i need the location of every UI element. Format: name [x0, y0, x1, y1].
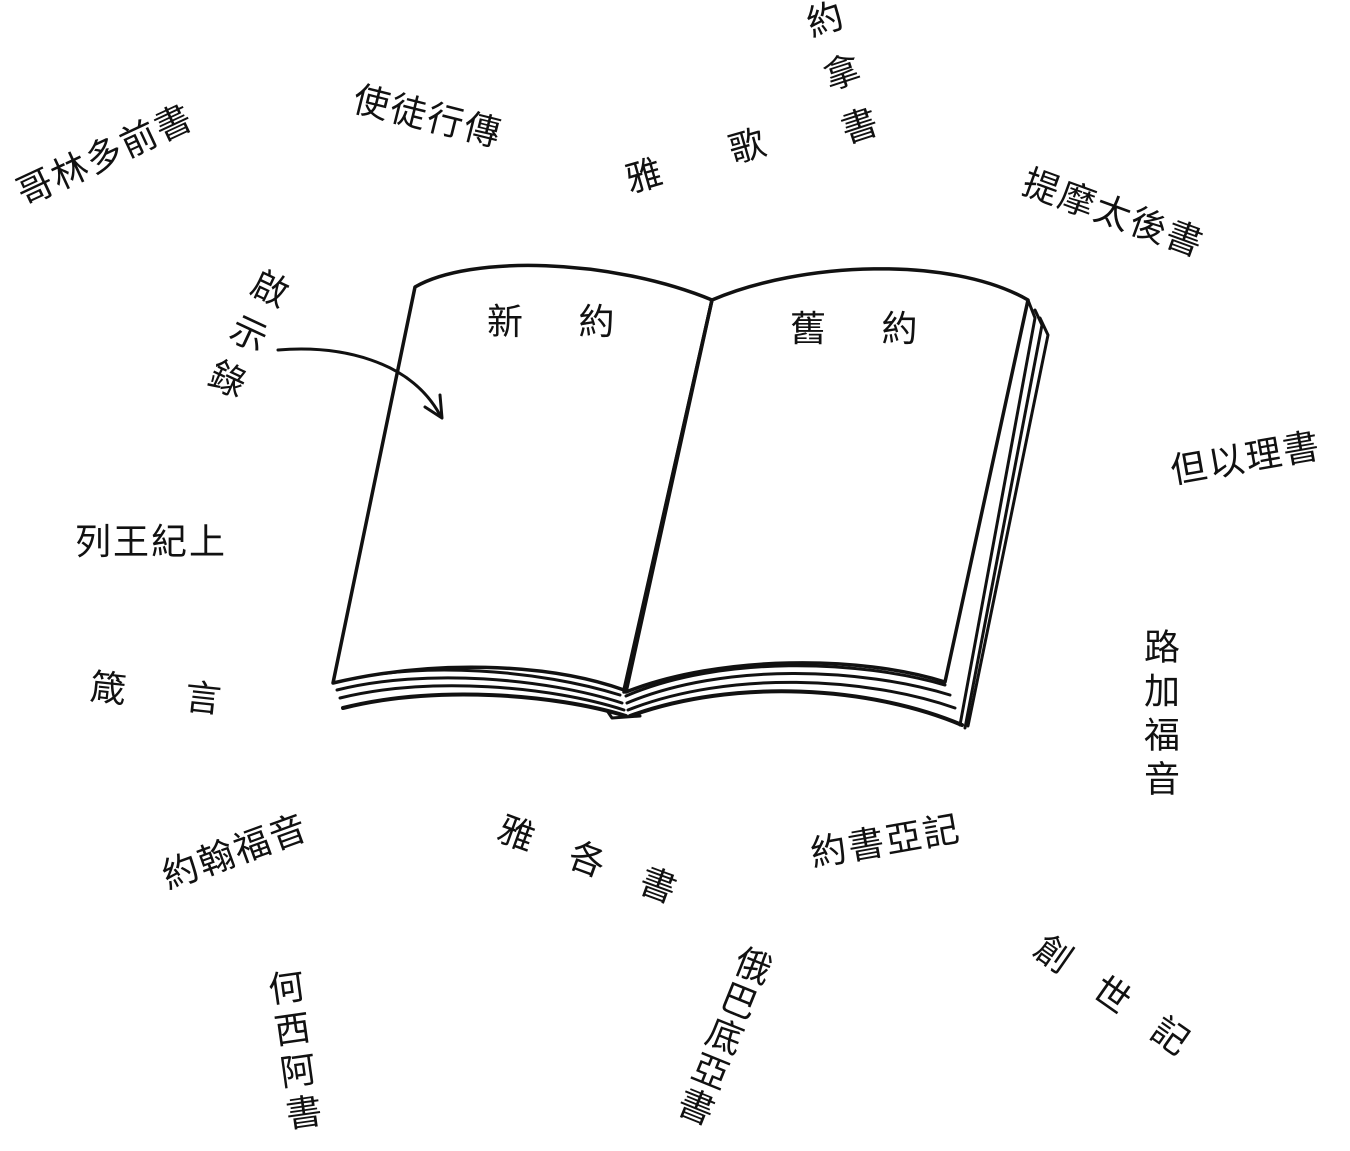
bottom-right-edge-4 — [628, 689, 964, 727]
right-page-outline — [624, 267, 1030, 694]
label-kings-1: 列王紀上 — [75, 522, 228, 563]
label-luke: 路加福音 — [1138, 628, 1179, 804]
center-fold — [622, 298, 714, 694]
spine-bottom — [606, 710, 642, 720]
old-testament-title: 舊 約 — [790, 309, 940, 350]
bottom-left-edge-2 — [335, 676, 624, 705]
bottom-right-edge-1 — [624, 664, 947, 698]
right-page-edge-3 — [966, 316, 1050, 728]
arrow-shaft — [276, 347, 442, 417]
bottom-right-edge-3 — [626, 680, 957, 712]
right-page-edge-1 — [958, 298, 1037, 727]
bottom-right-edge-2 — [625, 672, 952, 705]
new-testament-title: 新 約 — [487, 302, 637, 343]
bottom-left-edge-3 — [338, 684, 626, 712]
bottom-left-edge-4 — [341, 692, 628, 718]
arrow-head — [423, 393, 444, 420]
